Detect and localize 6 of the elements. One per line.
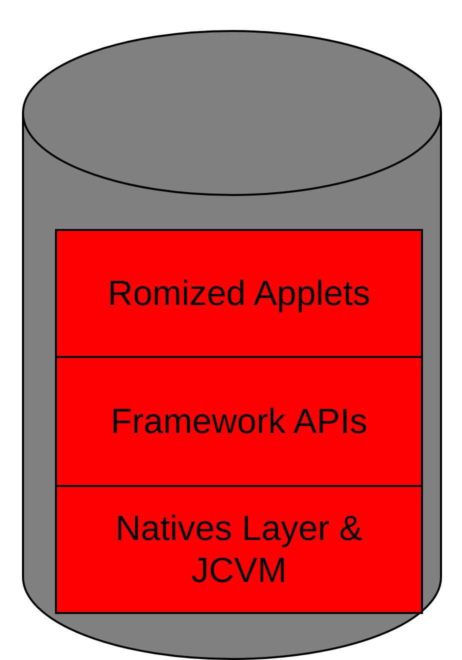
layer-label: Framework APIs	[110, 400, 368, 442]
layer-box	[55, 356, 423, 487]
layer-box	[55, 485, 423, 614]
layer-label: Natives Layer & JCVM	[114, 508, 364, 592]
layer-label: Romized Applets	[106, 272, 372, 314]
layer-box	[55, 229, 423, 358]
